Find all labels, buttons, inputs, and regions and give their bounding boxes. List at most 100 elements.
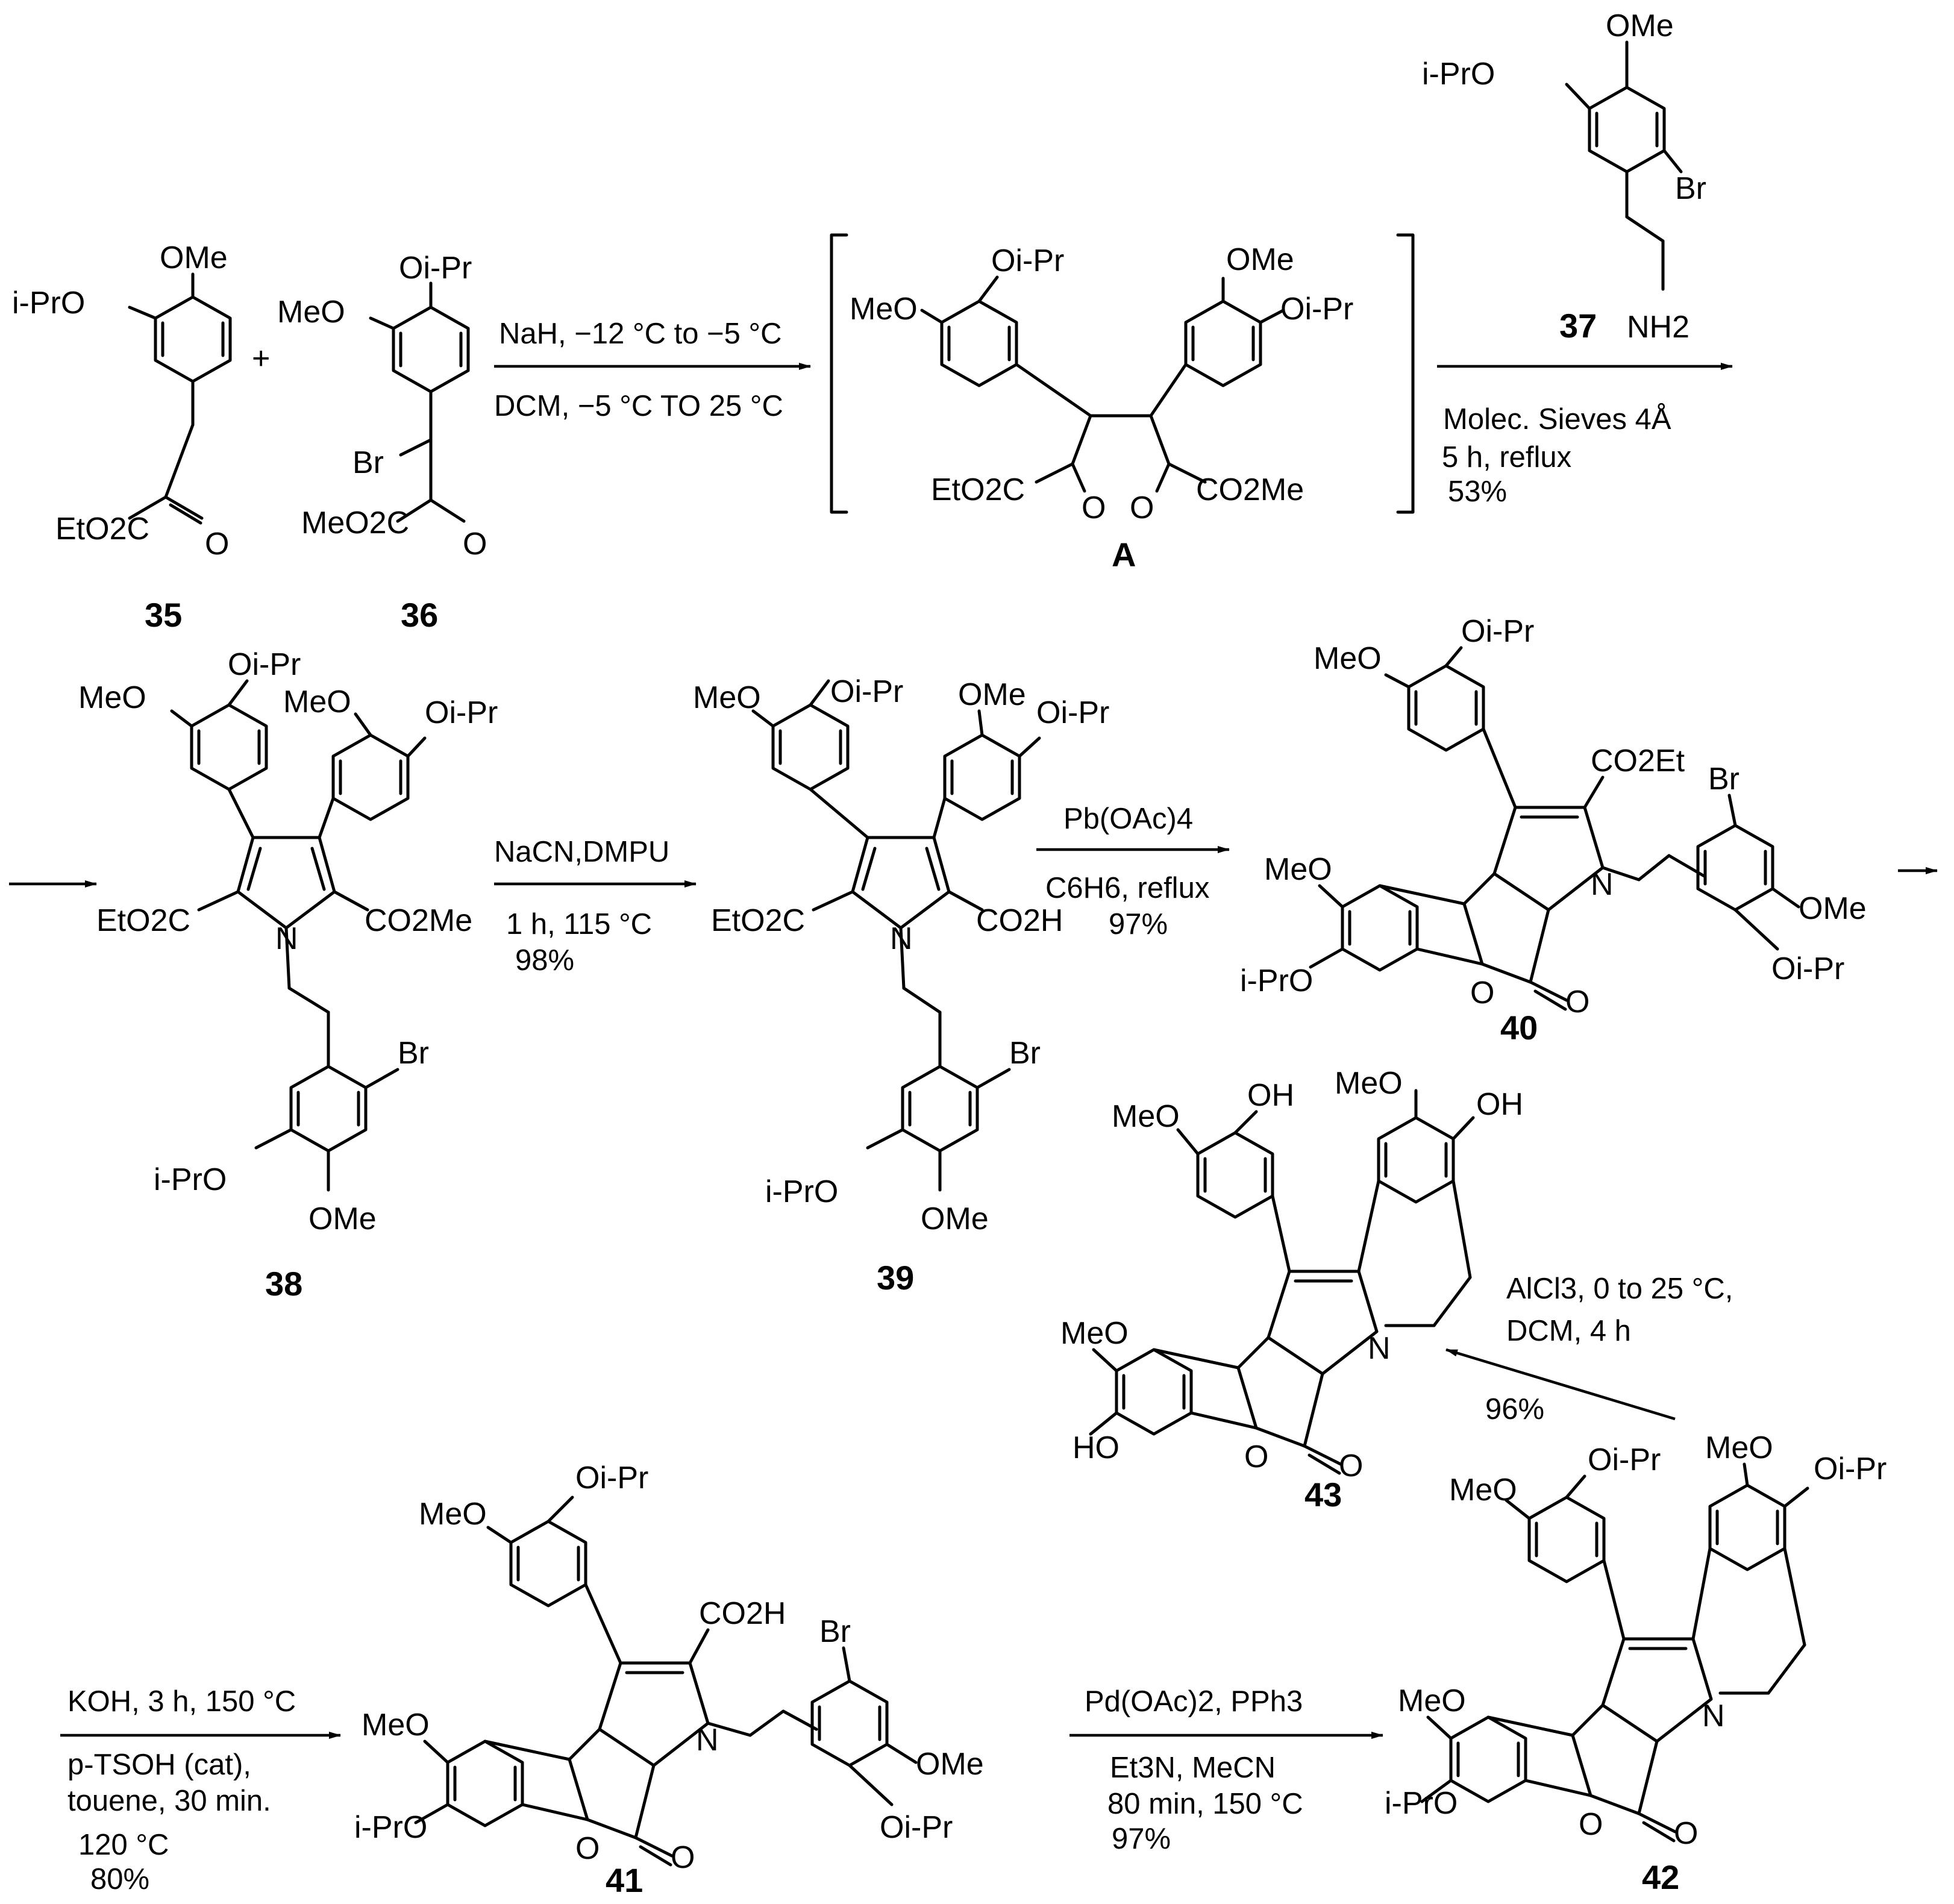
c41-co2h: CO2H: [699, 1596, 786, 1631]
step6-line3: touene, 30 min.: [67, 1785, 271, 1817]
compound-A: Oi-Pr MeO OMe Oi-Pr EtO2C O O CO2Me A: [830, 233, 1415, 574]
c40-o-ring: O: [1470, 975, 1494, 1010]
c43-meo-left: MeO: [1060, 1316, 1129, 1351]
c43-oh-right: OH: [1476, 1087, 1523, 1122]
c42-n: N: [1702, 1699, 1725, 1733]
c43-ho: HO: [1073, 1430, 1119, 1465]
step5-line3: 96%: [1485, 1393, 1544, 1426]
c41-oipr-bottom: Oi-Pr: [880, 1810, 953, 1845]
c36-br: Br: [352, 445, 384, 480]
c38-br: Br: [398, 1036, 429, 1071]
step7-line3: 80 min, 150 °C: [1107, 1788, 1303, 1820]
cA-ome: OMe: [1226, 242, 1294, 277]
plus-sign: +: [252, 341, 270, 376]
step2-line3: 53%: [1448, 475, 1507, 508]
c40-ome: OMe: [1799, 891, 1867, 926]
c39-br: Br: [1009, 1036, 1041, 1071]
c38-oipr-left: Oi-Pr: [228, 647, 301, 682]
c39-iproo: i-PrO: [765, 1174, 838, 1209]
c43-number: 43: [1304, 1476, 1342, 1514]
c40-co2et: CO2Et: [1591, 744, 1685, 778]
c40-n: N: [1591, 867, 1614, 902]
c37-nh2: NH2: [1627, 310, 1689, 345]
step1-line1: NaH, −12 °C to −5 °C: [499, 318, 782, 350]
c39-number: 39: [877, 1259, 914, 1297]
c38-co2me: CO2Me: [365, 903, 472, 938]
step7-line1: Pd(OAc)2, PPh3: [1085, 1685, 1303, 1718]
step7-line2: Et3N, MeCN: [1110, 1752, 1276, 1784]
c41-br: Br: [819, 1614, 851, 1649]
c36-meo: MeO: [277, 295, 345, 330]
c40-oipr-top: Oi-Pr: [1461, 614, 1534, 649]
step3-line3: 98%: [515, 944, 574, 977]
c39-ome: OMe: [921, 1201, 989, 1236]
cA-o-right: O: [1130, 490, 1154, 525]
c43-oh-top: OH: [1247, 1078, 1294, 1113]
c41-number: 41: [606, 1861, 643, 1899]
c42-o-carbonyl: O: [1674, 1816, 1698, 1851]
c40-meo-top: MeO: [1314, 641, 1382, 676]
c38-oipr-right: Oi-Pr: [425, 695, 498, 730]
step6-line4: 120 °C: [78, 1829, 169, 1861]
c40-meo-left: MeO: [1264, 852, 1332, 887]
c36-o: O: [463, 527, 487, 562]
c39-co2h: CO2H: [976, 903, 1063, 938]
c36-oipr: Oi-Pr: [399, 251, 472, 286]
c35-o: O: [205, 527, 229, 562]
c38-iproo: i-PrO: [154, 1162, 227, 1197]
compound-38: Oi-Pr MeO MeO Oi-Pr EtO2C N CO2Me Br i-P…: [78, 647, 498, 1303]
compound-40: MeO Oi-Pr CO2Et Br MeO N OMe i-PrO O O O…: [1240, 614, 1867, 1047]
c40-o-carbonyl: O: [1565, 985, 1589, 1019]
c36-meo2c: MeO2C: [301, 506, 409, 540]
cA-oipr-right: Oi-Pr: [1280, 292, 1353, 327]
compound-41: MeO Oi-Pr CO2H Br MeO N OMe i-PrO O O Oi…: [354, 1461, 984, 1899]
c43-o-carbonyl: O: [1339, 1448, 1363, 1483]
c39-oipr-left: Oi-Pr: [830, 674, 903, 709]
compound-36: Oi-Pr MeO Br MeO2C O 36: [277, 251, 487, 634]
c41-meo-top: MeO: [419, 1497, 487, 1532]
cA-o-left: O: [1082, 490, 1106, 525]
c40-oipr-bottom: Oi-Pr: [1771, 951, 1844, 986]
c41-o-ring: O: [575, 1831, 600, 1866]
c42-o-ring: O: [1579, 1807, 1603, 1842]
step4-line2: C6H6, reflux: [1045, 872, 1209, 904]
c36-number: 36: [401, 596, 438, 634]
step6-line2: p-TSOH (cat),: [67, 1749, 251, 1781]
c39-n: N: [890, 921, 913, 956]
c40-br: Br: [1708, 762, 1739, 797]
cA-meo: MeO: [850, 292, 918, 327]
c41-meo-left: MeO: [362, 1708, 430, 1743]
c37-ome: OMe: [1606, 8, 1674, 43]
c43-n: N: [1368, 1331, 1391, 1366]
c37-br: Br: [1675, 171, 1706, 206]
step2-line1: Molec. Sieves 4Å: [1443, 403, 1671, 436]
step5-line2: DCM, 4 h: [1506, 1315, 1631, 1347]
c42-oipr-top: Oi-Pr: [1588, 1442, 1661, 1477]
c42-iproo: i-PrO: [1385, 1786, 1458, 1821]
compound-39: MeO Oi-Pr OMe Oi-Pr EtO2C N CO2H Br i-Pr…: [693, 674, 1109, 1297]
arrow-step5: [1445, 1348, 1676, 1421]
c40-iproo: i-PrO: [1240, 963, 1313, 998]
compound-37: OMe i-PrO Br NH2 37: [1422, 8, 1706, 345]
c42-oipr-right: Oi-Pr: [1814, 1451, 1887, 1486]
step5-line1: AlCl3, 0 to 25 °C,: [1506, 1273, 1733, 1305]
c43-meo-top: MeO: [1112, 1099, 1180, 1134]
c35-ome: OMe: [160, 240, 228, 275]
compound-43: MeO OH MeO OH MeO N HO O O 43: [1060, 1066, 1523, 1514]
step1-line2: DCM, −5 °C TO 25 °C: [494, 390, 783, 422]
step4-line3: 97%: [1109, 908, 1168, 941]
cA-oipr-left: Oi-Pr: [991, 243, 1064, 278]
c42-meo-top: MeO: [1449, 1473, 1517, 1508]
c39-eto2c: EtO2C: [711, 903, 805, 938]
c37-iproo: i-PrO: [1422, 57, 1495, 92]
c38-eto2c: EtO2C: [96, 903, 190, 938]
c41-o-carbonyl: O: [671, 1840, 695, 1875]
compound-42: MeO Oi-Pr MeO Oi-Pr MeO N i-PrO O O 42: [1385, 1430, 1887, 1896]
cA-co2me: CO2Me: [1196, 472, 1304, 507]
step7-line4: 97%: [1112, 1823, 1171, 1855]
c38-meo-left: MeO: [78, 680, 146, 715]
compound-35: OMe i-PrO EtO2C O 35: [12, 240, 232, 634]
c37-number: 37: [1559, 307, 1597, 345]
step2-line2: 5 h, reflux: [1442, 441, 1571, 474]
